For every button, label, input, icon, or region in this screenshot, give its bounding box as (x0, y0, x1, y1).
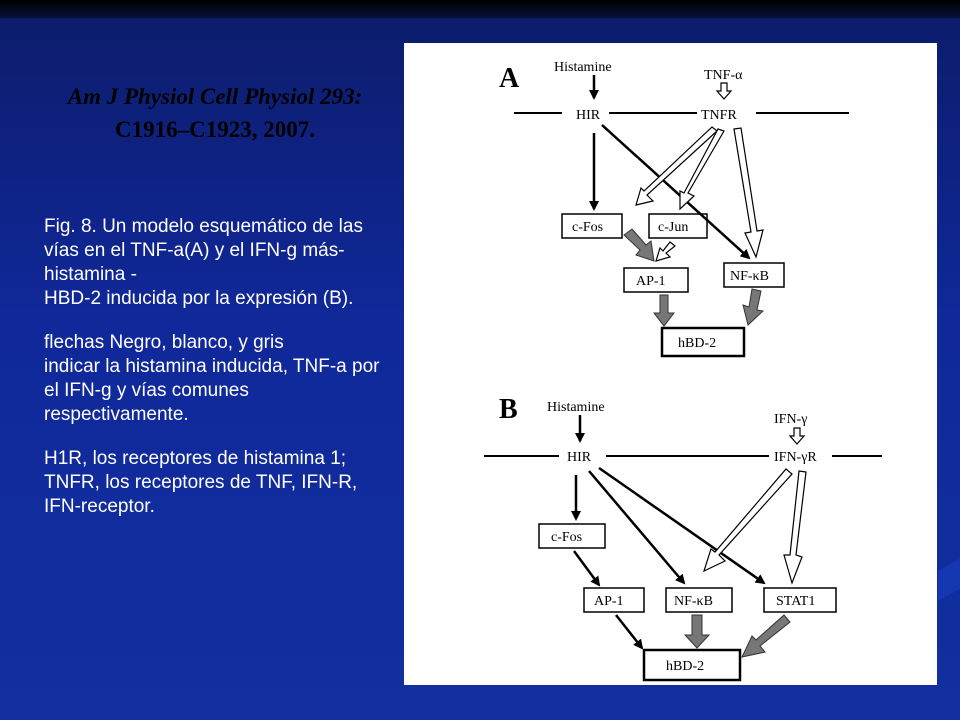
panel-b-stat1-to-hbd2-arrow (741, 614, 791, 658)
panel-a-histamine-label: Histamine (554, 60, 612, 75)
panel-b-nfkb-label: NF-κB (674, 594, 713, 609)
panel-b-nfkb-to-hbd2-arrow (683, 614, 711, 649)
panel-a-tnf-alpha-label: TNF-α (704, 68, 743, 83)
panel-b-c-fos-box (538, 523, 606, 549)
panel-a-tnfr-label: TNFR (701, 108, 737, 123)
panel-a-c-jun-label: c-Jun (658, 220, 688, 235)
panel-a-hir-to-nfkb-arrow (601, 124, 751, 260)
pathway-diagram: A Histamine TNF-α HIR TNFR c-Fos c-Jun A… (484, 60, 882, 682)
panel-a-ap1-label: AP-1 (636, 274, 666, 289)
caption-paragraph-1: Fig. 8. Un modelo esquemático de las vía… (44, 216, 363, 309)
panel-a-tnf-arrow (715, 82, 733, 100)
citation: Am J Physiol Cell Physiol 293: C1916–C19… (30, 80, 400, 146)
panel-a-c-jun-to-ap1-arrow (655, 241, 676, 262)
panel-b-ap1-to-hbd2-arrow (615, 614, 644, 650)
panel-a-hir-label: HIR (576, 108, 601, 123)
top-bar (0, 0, 960, 18)
panel-b-ifngr-to-nfkb-arrow (703, 468, 793, 573)
panel-b-c-fos-to-ap1-arrow (572, 550, 601, 587)
citation-line-1: Am J Physiol Cell Physiol 293: (67, 84, 363, 109)
panel-a-ap1-box (623, 267, 689, 293)
panel-a-nfkb-box (723, 262, 785, 288)
slide-edge-accent (938, 558, 960, 602)
panel-b-histamine-label: Histamine (547, 400, 605, 415)
panel-b-label: B (499, 394, 518, 425)
panel-a-label: A (499, 63, 520, 94)
panel-a-tnfr-to-nfkb-arrow (733, 127, 764, 259)
panel-a-hbd2-box (660, 326, 746, 358)
panel-b-stat1-box (763, 587, 837, 613)
panel-b-hbd2-box (642, 648, 742, 682)
citation-line-2: C1916–C1923, 2007. (115, 117, 315, 142)
panel-b-ifngr-to-stat1-arrow (783, 470, 807, 585)
panel-b-hir-to-nfkb-arrow (588, 470, 686, 585)
panel-b-hir-label: HIR (567, 450, 592, 465)
panel-b-hbd2-label: hBD-2 (666, 659, 704, 674)
panel-b-ifn-gamma-label: IFN-γ (774, 412, 807, 427)
figure-caption: Fig. 8. Un modelo esquemático de las vía… (44, 215, 394, 539)
panel-b-hir-to-stat1-arrow (598, 466, 766, 585)
panel-a-hbd2-label: hBD-2 (678, 336, 716, 351)
panel-a-nfkb-to-hbd2-arrow (742, 288, 765, 326)
panel-b-stat1-label: STAT1 (776, 594, 815, 609)
caption-paragraph-3: H1R, los receptores de histamina 1; TNFR… (44, 448, 358, 517)
panel-a-nfkb-label: NF-κB (730, 269, 769, 284)
panel-a-c-fos-label: c-Fos (572, 220, 603, 235)
panel-b-ap1-box (583, 587, 645, 613)
panel-b-c-fos-label: c-Fos (551, 530, 582, 545)
panel-b: B Histamine IFN-γ HIR IFN-γR c-Fos AP-1 … (484, 394, 882, 682)
panel-a-tnfr-to-c-jun-arrow (679, 128, 725, 211)
panel-a-c-jun-box (648, 213, 708, 239)
panel-b-ifn-gamma-r-label: IFN-γR (774, 450, 817, 465)
panel-b-ap1-label: AP-1 (594, 594, 624, 609)
caption-paragraph-2: flechas Negro, blanco, y gris indicar la… (44, 332, 380, 425)
pathway-figure: A Histamine TNF-α HIR TNFR c-Fos c-Jun A… (404, 43, 937, 685)
panel-a-tnfr-to-c-fos-arrow (635, 126, 718, 206)
panel-a-c-fos-box (561, 213, 623, 239)
panel-b-ifn-arrow (788, 427, 806, 445)
panel-b-nfkb-box (665, 587, 733, 613)
panel-a: A Histamine TNF-α HIR TNFR c-Fos c-Jun A… (499, 60, 849, 358)
panel-a-ap1-to-hbd2-arrow (652, 294, 676, 327)
panel-a-c-fos-to-ap1-arrow (623, 228, 655, 262)
